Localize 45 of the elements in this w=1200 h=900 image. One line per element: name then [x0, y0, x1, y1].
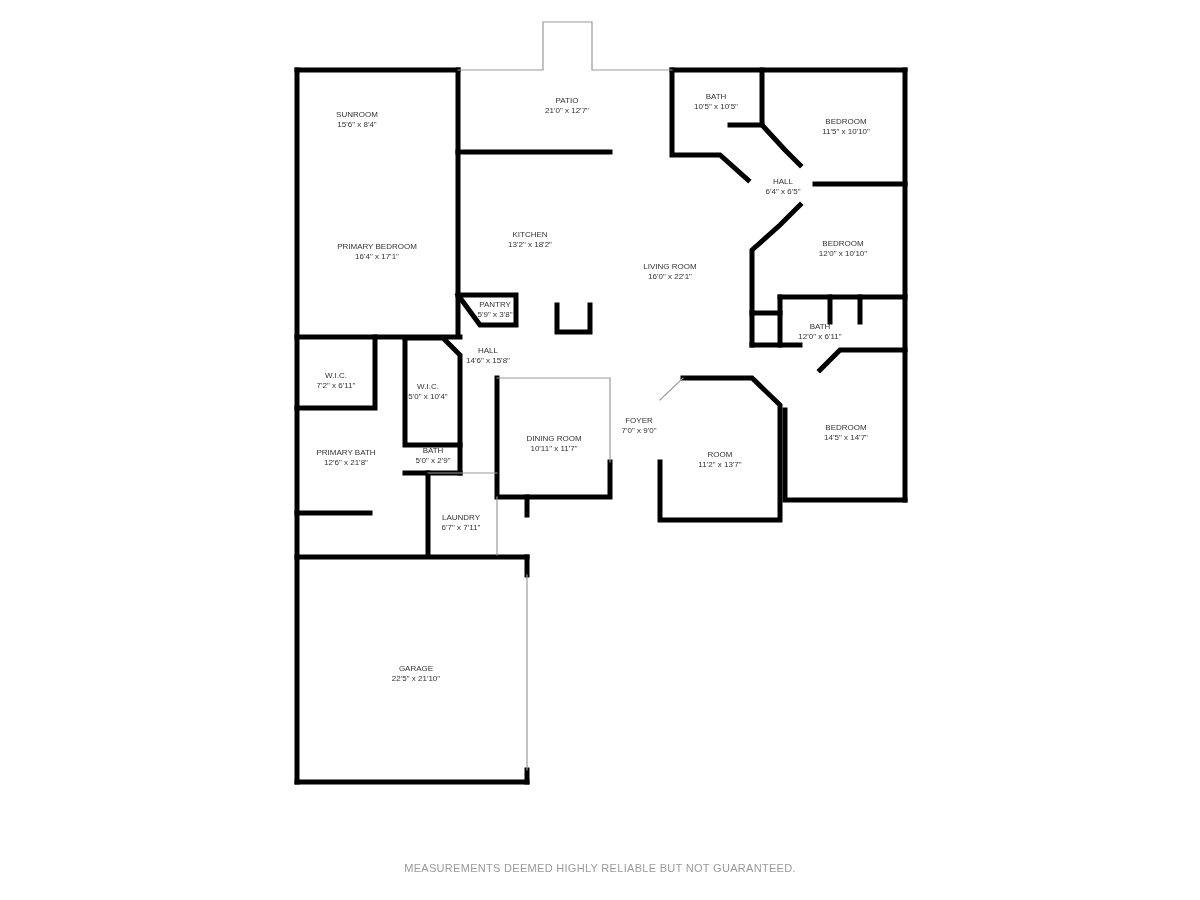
room-dimension-label: 16'4" x 17'1" [355, 252, 399, 262]
room-dimension-label: 6'7" x 7'11" [441, 523, 481, 533]
room-dimension-label: 11'2" x 13'7" [698, 460, 742, 470]
room-dimension-label: 12'6" x 21'8" [324, 458, 368, 468]
room-name-label: BEDROOM [825, 117, 867, 127]
room-name-label: ROOM [707, 450, 733, 460]
room-name-label: BATH [809, 322, 831, 332]
room-dimension-label: 14'5" x 14'7" [824, 433, 868, 443]
room-dimension-label: 5'0" x 10'4" [408, 392, 448, 402]
room-dimension-label: 10'5" x 10'5" [694, 102, 738, 112]
room-name-label: PRIMARY BATH [316, 448, 376, 458]
room-name-label: W.I.C. [325, 371, 347, 381]
room-name-label: LIVING ROOM [643, 262, 697, 272]
room-dimension-label: 13'2" x 18'2" [508, 240, 552, 250]
room-name-label: BEDROOM [822, 239, 864, 249]
room-dimension-label: 12'0" x 6'11" [798, 332, 842, 342]
room-name-label: DINING ROOM [526, 434, 582, 444]
room-dimension-label: 14'6" x 15'8" [466, 356, 510, 366]
room-name-label: BEDROOM [825, 423, 867, 433]
room-name-label: PATIO [555, 96, 579, 106]
room-name-label: PANTRY [479, 300, 511, 310]
room-name-label: KITCHEN [512, 230, 548, 240]
room-name-label: HALL [478, 346, 498, 356]
room-dimension-label: 16'0" x 22'1" [648, 272, 692, 282]
room-name-label: FOYER [625, 416, 653, 426]
room-name-label: W.I.C. [417, 382, 439, 392]
room-name-label: SUNROOM [336, 110, 378, 120]
room-dimension-label: 7'2" x 6'11" [316, 381, 356, 391]
room-name-label: PRIMARY BEDROOM [337, 242, 417, 252]
room-dimension-label: 15'6" x 8'4" [337, 120, 377, 130]
room-dimension-label: 6'4" x 6'5" [765, 187, 801, 197]
footer-note: MEASUREMENTS DEEMED HIGHLY RELIABLE BUT NOT GUARANTEED. [403, 862, 797, 874]
room-name-label: HALL [773, 177, 793, 187]
room-name-label: BATH [705, 92, 727, 102]
room-dimension-label: 7'0" x 9'0" [621, 426, 657, 436]
room-dimension-label: 21'0" x 12'7" [545, 106, 589, 116]
room-name-label: LAUNDRY [441, 513, 481, 523]
room-dimension-label: 5'0" x 2'9" [415, 456, 451, 466]
room-name-label: GARAGE [398, 664, 434, 674]
room-dimension-label: 11'5" x 10'10" [822, 127, 870, 137]
room-name-label: BATH [422, 446, 444, 456]
room-dimension-label: 10'11" x 11'7" [530, 444, 578, 454]
room-dimension-label: 5'9" x 3'8" [477, 310, 513, 320]
room-dimension-label: 12'0" x 10'10" [818, 249, 868, 259]
room-dimension-label: 22'5" x 21'10" [391, 674, 441, 684]
